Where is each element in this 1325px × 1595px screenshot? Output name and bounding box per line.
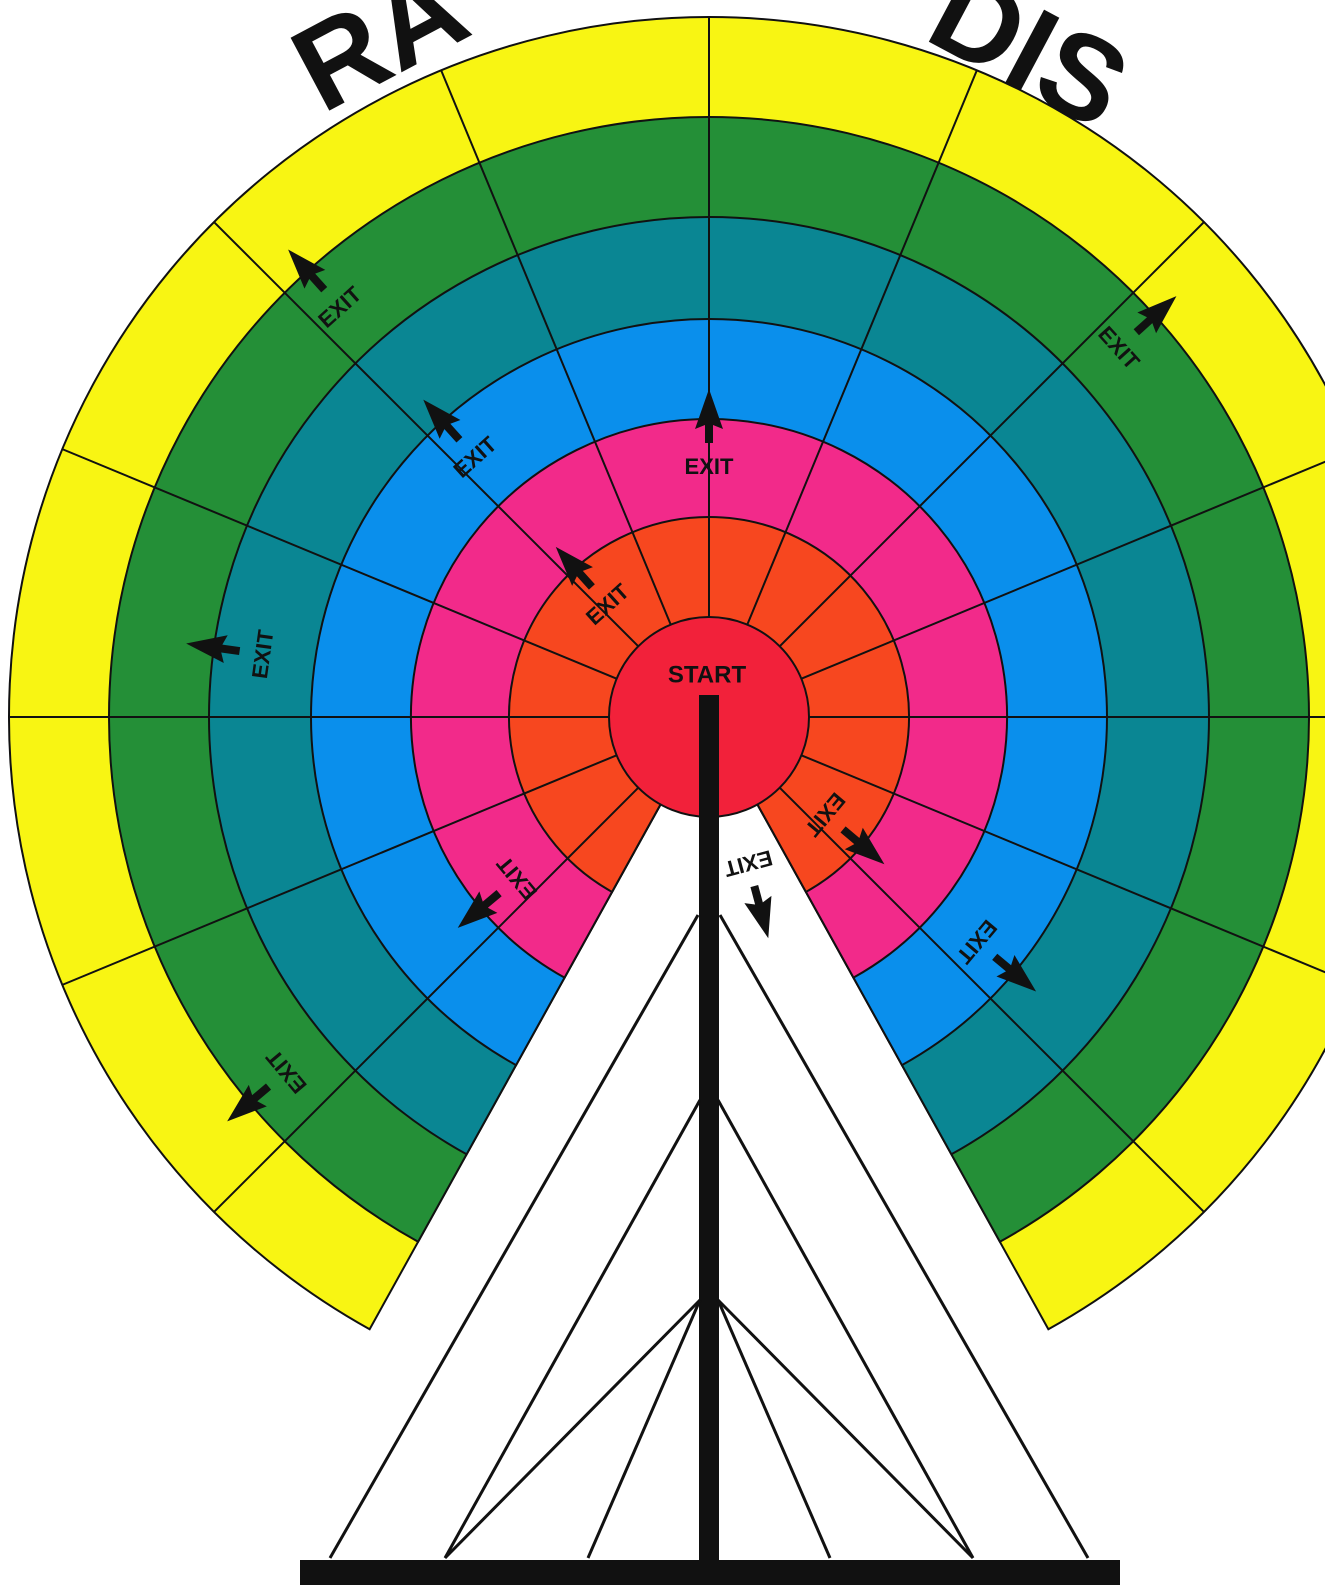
tower-base [300,1560,1120,1585]
exit-marker: EXIT [721,845,782,942]
start-label: START [668,661,747,688]
exit-arrow-icon [741,882,782,941]
exit-label: EXIT [685,454,734,479]
start-space: START [668,661,747,688]
exit-label: EXIT [721,845,775,882]
